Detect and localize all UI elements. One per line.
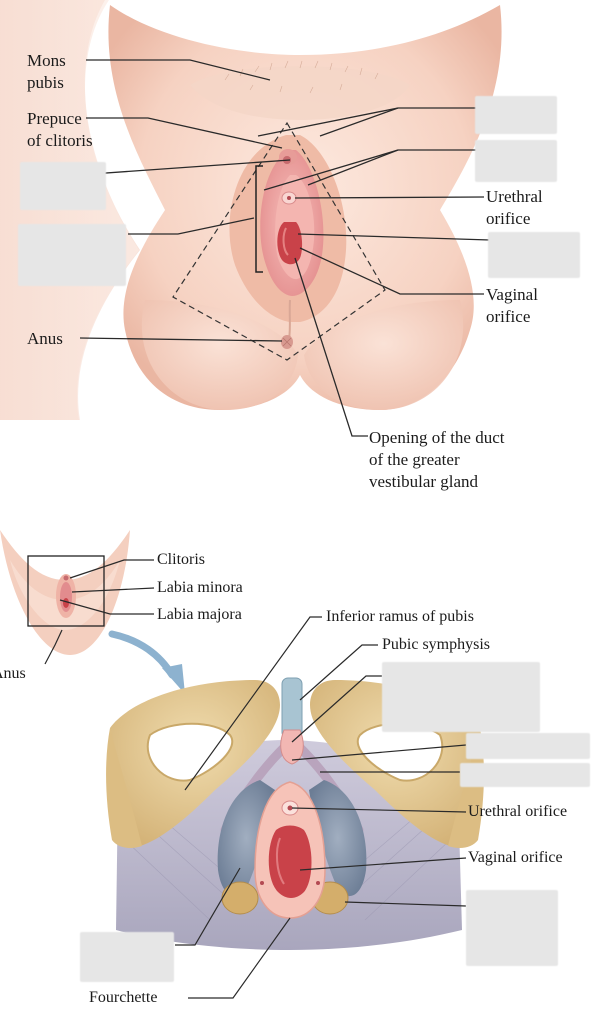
vestibule-bracket bbox=[255, 165, 263, 273]
bottom-leader-lines bbox=[175, 616, 467, 999]
mons-pubis-region bbox=[190, 66, 410, 120]
redacted-label-box bbox=[475, 96, 557, 134]
label-inferior-ramus: Inferior ramus of pubis bbox=[326, 608, 474, 625]
label-urethral-orifice-top: Urethral orifice bbox=[486, 187, 543, 228]
top-leader-lines bbox=[77, 59, 491, 437]
redacted-label-box bbox=[466, 890, 558, 966]
perineum bbox=[288, 299, 291, 341]
label-vaginal-orifice-top: Vaginal orifice bbox=[486, 285, 538, 326]
redacted-label-box bbox=[475, 140, 557, 182]
perineum-diamond bbox=[172, 121, 386, 361]
inset-leader-lines bbox=[44, 559, 155, 665]
right-buttock bbox=[304, 300, 464, 410]
label-prepuce-of-clitoris: Prepuce of clitoris bbox=[27, 109, 93, 150]
redacted-label-box bbox=[382, 662, 540, 732]
vaginal-orifice bbox=[277, 222, 303, 265]
left-buttock bbox=[141, 300, 298, 410]
label-labia-minora-inset: Labia minora bbox=[157, 579, 243, 596]
redacted-label-box bbox=[20, 162, 106, 210]
label-greater-vestibular-duct: Opening of the duct of the greater vesti… bbox=[369, 428, 505, 491]
redacted-label-box bbox=[488, 232, 580, 278]
label-pubic-symphysis: Pubic symphysis bbox=[382, 636, 491, 653]
label-anus-inset: Anus bbox=[0, 665, 26, 682]
left-vestibular-bulb bbox=[217, 780, 275, 897]
left-greater-vestibular-gland bbox=[221, 881, 259, 915]
redacted-label-box bbox=[18, 224, 126, 286]
clitoris-body bbox=[280, 729, 304, 765]
redacted-label-box bbox=[466, 733, 590, 759]
top-illustration bbox=[0, 0, 502, 420]
label-anus-top: Anus bbox=[27, 329, 63, 348]
label-urethral-orifice-bottom: Urethral orifice bbox=[468, 803, 568, 820]
redacted-label-box bbox=[460, 763, 590, 787]
label-labia-majora-inset: Labia majora bbox=[157, 606, 242, 623]
inset-illustration bbox=[0, 530, 185, 694]
label-mons-pubis: Mons pubis bbox=[27, 51, 66, 92]
label-fourchette: Fourchette bbox=[89, 989, 158, 1006]
label-vaginal-orifice-bottom: Vaginal orifice bbox=[468, 849, 563, 866]
right-thigh bbox=[0, 0, 139, 420]
redacted-label-box bbox=[80, 932, 174, 982]
pubic-symphysis-shape bbox=[281, 677, 303, 739]
label-clitoris-inset: Clitoris bbox=[157, 551, 206, 568]
bottom-illustration bbox=[106, 677, 484, 950]
